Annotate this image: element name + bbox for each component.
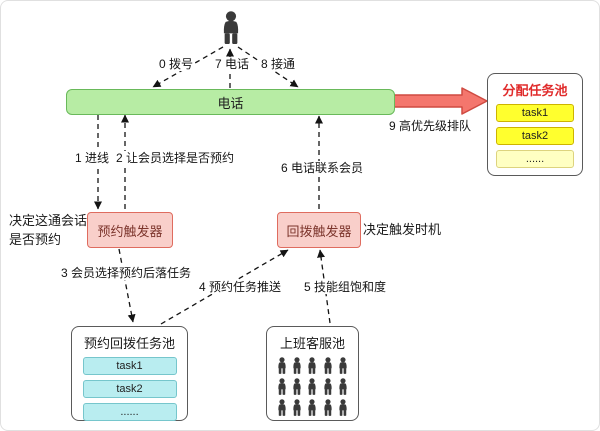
appointment-callback-pool-title: 预约回拨任务池: [83, 336, 175, 351]
callback-trigger-node: 回拨触发器: [277, 212, 361, 248]
agent-person-icon: [324, 357, 332, 374]
callback-trigger-label: 回拨触发器: [286, 223, 352, 239]
agent-person-icon: [293, 399, 301, 416]
agent-person-icon: [339, 357, 347, 374]
appointment-callback-task-pool: 预约回拨任务池 task1 task2 ......: [71, 326, 188, 421]
appointment-trigger-node: 预约触发器: [87, 212, 173, 248]
agent-person-icon: [308, 357, 317, 374]
appointment-trigger-label: 预约触发器: [97, 223, 163, 239]
task-chip: task2: [82, 380, 177, 398]
edge-label-drop-task: 3 会员选择预约后落任务: [59, 266, 194, 280]
agent-person-icon: [293, 378, 301, 395]
annotation-decide-session-line2: 是否预约: [9, 232, 62, 247]
edge-label-priority-queue: 9 高优先级排队: [387, 119, 474, 133]
agent-person-icon: [278, 357, 286, 374]
priority-queue-arrow: [393, 87, 488, 115]
agent-person-icon: [278, 399, 286, 416]
assign-task-pool-title: 分配任务池: [502, 83, 568, 98]
edge-label-saturation: 5 技能组饱和度: [302, 280, 389, 294]
agent-person-icon: [278, 378, 286, 395]
agent-person-icon: [324, 399, 332, 416]
task-chip: task2: [496, 127, 574, 145]
annotation-decide-session: 决定这通会话 是否预约: [9, 211, 87, 249]
phone-bar: 电话: [66, 89, 395, 115]
agent-person-icon: [339, 378, 347, 395]
task-chip: ......: [496, 150, 574, 168]
task-chip: task1: [496, 104, 574, 122]
agent-pool-title: 上班客服池: [279, 336, 345, 351]
agent-person-icon: [339, 399, 347, 416]
agent-person-icon: [324, 378, 332, 395]
assign-task-pool: 分配任务池 task1 task2 ......: [487, 73, 583, 176]
task-chip: task1: [82, 357, 177, 375]
annotation-decide-timing: 决定触发时机: [363, 222, 442, 237]
phone-bar-label: 电话: [217, 95, 244, 111]
edge-label-call: 7 电话: [213, 57, 252, 71]
edge-label-inbound: 1 进线: [73, 151, 112, 165]
edge-label-choose: 2 让会员选择是否预约: [114, 151, 237, 165]
agent-pool: 上班客服池: [266, 326, 359, 421]
agent-person-icon: [308, 378, 317, 395]
annotation-decide-session-line1: 决定这通会话: [9, 213, 88, 228]
caller-person-icon: [223, 11, 239, 44]
edge-label-dial: 0 拨号: [157, 57, 196, 71]
task-chip: ......: [82, 403, 177, 421]
agent-grid: [267, 355, 358, 416]
agent-person-icon: [293, 357, 301, 374]
edge-label-connect: 8 接通: [259, 57, 298, 71]
edge-drop-task-line: [118, 248, 136, 323]
edge-label-push-task: 4 预约任务推送: [197, 280, 284, 294]
edge-label-contact: 6 电话联系会员: [279, 161, 366, 175]
agent-person-icon: [308, 399, 317, 416]
